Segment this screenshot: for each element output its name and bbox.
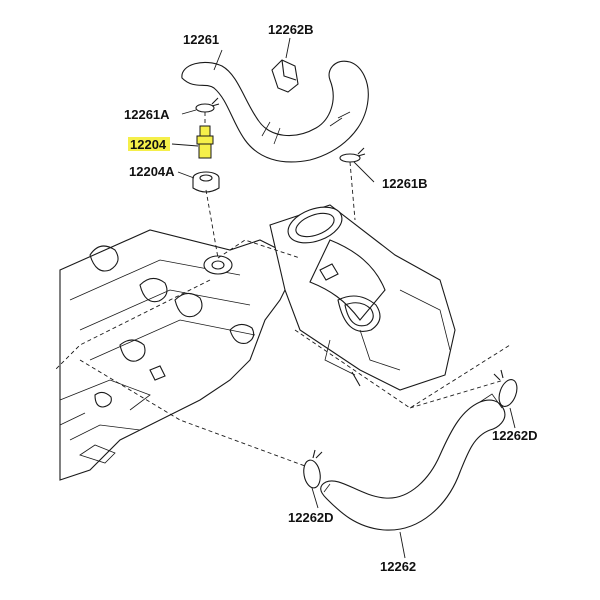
label-12204a: 12204A [129,164,175,179]
label-12262: 12262 [380,559,416,574]
leader-lines [171,37,516,559]
label-12262d-right: 12262D [492,428,538,443]
clamp-12262d-right [493,369,518,407]
label-12262b: 12262B [268,22,314,37]
routing-lines [54,112,511,467]
label-12261: 12261 [183,32,219,47]
highlight-marker [128,137,170,151]
engine-block [59,229,301,481]
bracket-12262b [271,59,299,93]
lower-hose-12262 [320,393,506,531]
throttle-body-assembly [269,204,456,391]
label-12261b: 12261B [382,176,428,191]
callout-labels: 12261 12262B 12261A 12204 12204A 12261B … [124,22,538,574]
upper-hose-12261 [181,60,369,163]
label-12262d-lower: 12262D [288,510,334,525]
clamp-12261b [339,147,366,163]
pcv-valve-12204 [196,125,214,159]
grommet-12204a [192,171,220,193]
label-12204: 12204 [130,137,167,152]
clamp-12261a [195,97,220,113]
clamp-12262d-lower [303,449,323,489]
label-12261a: 12261A [124,107,170,122]
